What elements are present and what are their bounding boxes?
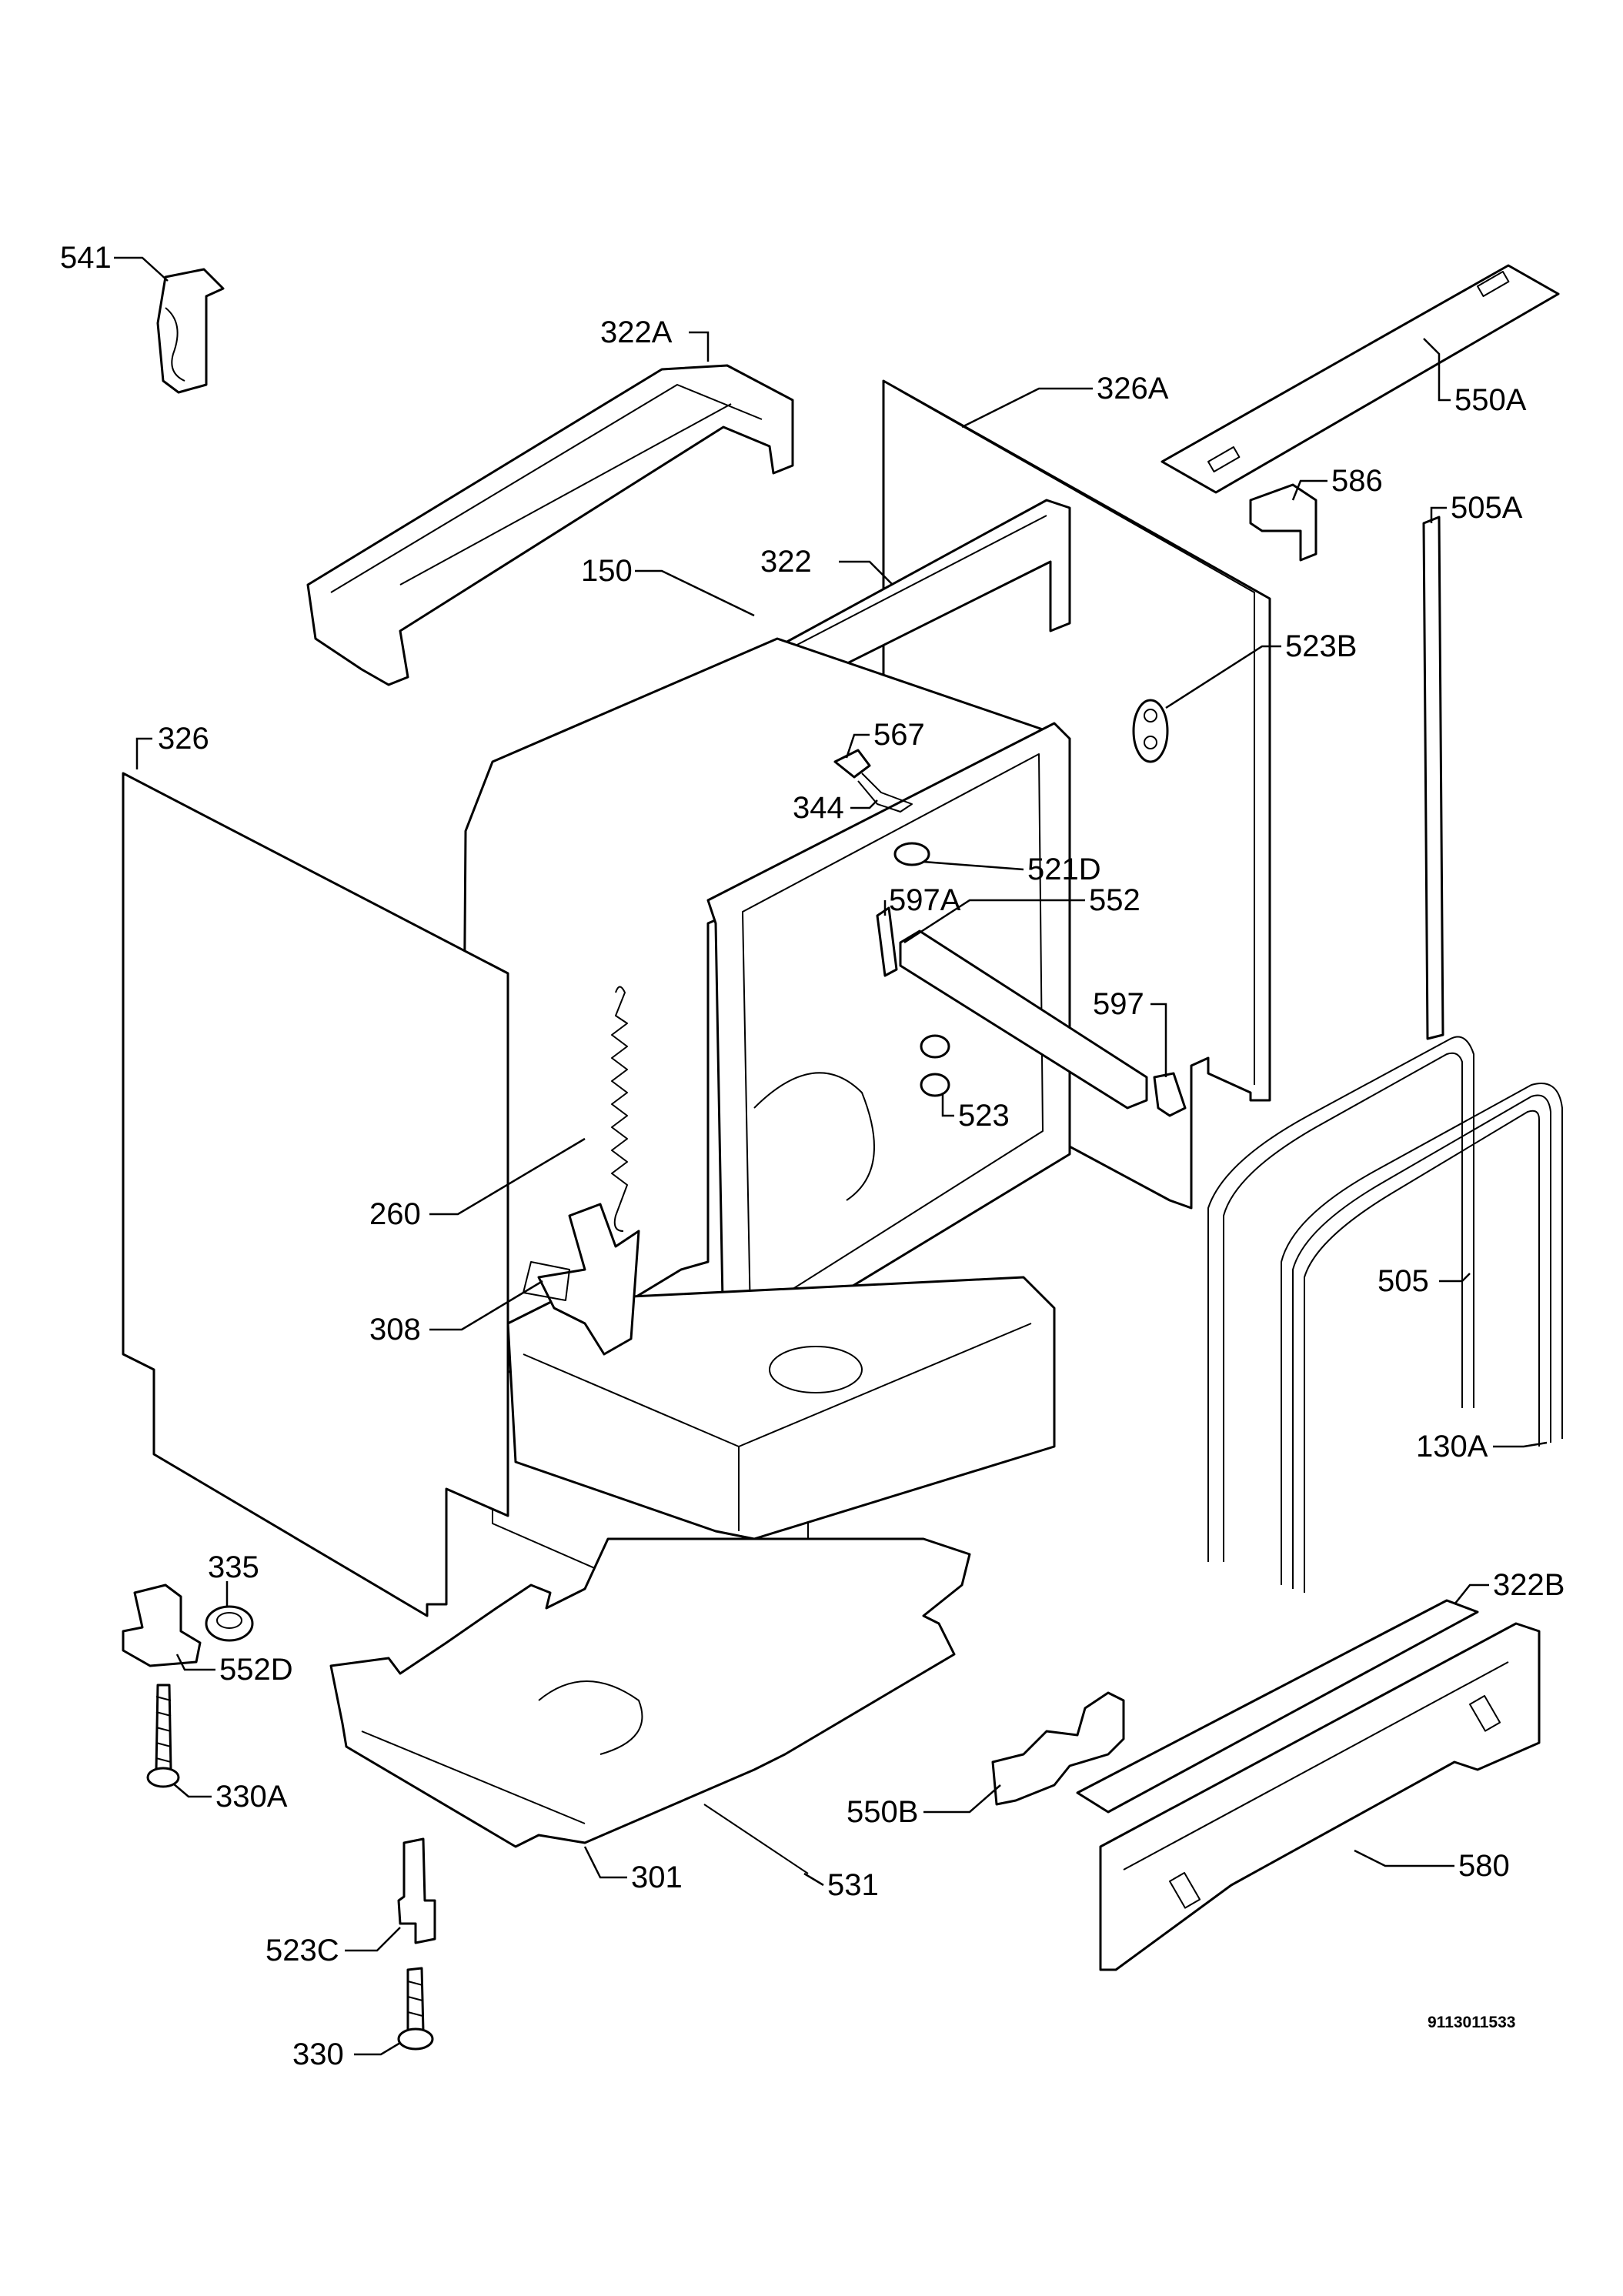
label-541: 541: [60, 241, 112, 275]
label-130A: 130A: [1416, 1430, 1488, 1463]
part-521D-plug: [893, 842, 930, 866]
part-335-gear: [205, 1605, 254, 1642]
part-130A-gasket: [1281, 1083, 1563, 1593]
part-260-spring: [611, 986, 628, 1232]
label-322A: 322A: [600, 315, 673, 349]
callout-labels: 541 322A 326A 550A 586 505A 150 322 523B…: [60, 241, 1565, 2071]
label-523: 523: [958, 1099, 1010, 1133]
part-505-seal: [1207, 1036, 1474, 1562]
label-330A: 330A: [215, 1780, 288, 1814]
label-523B: 523B: [1285, 629, 1357, 663]
label-505A: 505A: [1451, 491, 1523, 525]
label-550A: 550A: [1454, 383, 1527, 417]
label-301: 301: [631, 1860, 683, 1894]
part-523-fittings: [920, 1034, 950, 1097]
label-260: 260: [369, 1197, 421, 1231]
part-550B-bracket: [991, 1691, 1125, 1806]
label-597A: 597A: [889, 883, 961, 917]
label-326A: 326A: [1097, 372, 1169, 405]
label-322B: 322B: [1493, 1568, 1565, 1602]
label-586: 586: [1331, 464, 1383, 498]
part-531-rod: [703, 1804, 809, 1874]
label-322: 322: [760, 545, 812, 579]
drawing-number: 9113011533: [1428, 2014, 1515, 2031]
part-586-bracket: [1249, 483, 1317, 562]
part-523B-grommet: [1132, 699, 1169, 763]
part-550A-strip: [1160, 264, 1560, 494]
part-322B-rail: [1076, 1599, 1479, 1814]
label-505: 505: [1378, 1264, 1429, 1298]
part-552-guide-rail: [899, 929, 1148, 1110]
part-330-screw: [397, 1967, 434, 2051]
label-326: 326: [158, 722, 209, 756]
label-567: 567: [873, 718, 925, 752]
label-150: 150: [581, 554, 633, 588]
leader-lines: [114, 256, 1548, 2056]
label-552D: 552D: [219, 1653, 293, 1687]
label-335: 335: [208, 1550, 259, 1584]
part-base-unit: [506, 1276, 1056, 1540]
label-531: 531: [827, 1868, 879, 1902]
label-523C: 523C: [265, 1934, 339, 1967]
part-580-panel: [1099, 1622, 1541, 1971]
label-521D: 521D: [1027, 853, 1101, 886]
label-330: 330: [292, 2037, 344, 2071]
part-523C-bracket: [397, 1837, 436, 1944]
part-567-344-clip: [833, 749, 913, 813]
part-322A-top-rail: [306, 364, 794, 686]
part-597-clip: [1153, 1072, 1187, 1117]
part-326-front-panel: [122, 772, 509, 1617]
label-550B: 550B: [847, 1795, 918, 1829]
label-344: 344: [793, 791, 844, 825]
label-552: 552: [1089, 883, 1140, 917]
part-door-frame: [706, 722, 1071, 1352]
part-541-clip: [156, 268, 225, 394]
part-552D-actuator: [122, 1584, 202, 1667]
label-308: 308: [369, 1313, 421, 1347]
part-330A-screw: [146, 1684, 180, 1788]
part-505A-vertical-seal: [1422, 516, 1444, 1040]
label-580: 580: [1458, 1849, 1510, 1883]
part-301-base-tray: [329, 1537, 971, 1848]
part-308-hinge: [523, 1203, 640, 1356]
label-597: 597: [1093, 987, 1144, 1021]
